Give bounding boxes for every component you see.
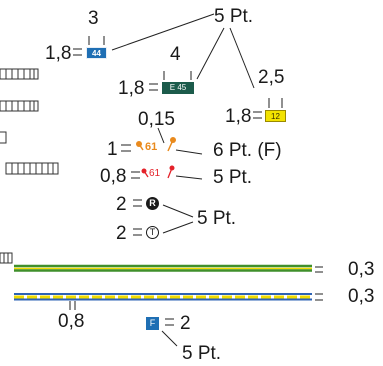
height-label-e45: 1,8 xyxy=(118,78,145,99)
trademark-circle-icon: T xyxy=(146,226,159,239)
height-label-61-orange: 1 xyxy=(107,139,118,160)
hatched-box-4 xyxy=(5,162,59,175)
road-number-12-badge: 12 xyxy=(265,110,286,122)
registered-circle-icon: R xyxy=(146,197,159,210)
point-size-61-orange: 6 Pt. (F) xyxy=(213,140,282,161)
leader-F xyxy=(161,330,178,347)
point-size-top: 5 Pt. xyxy=(214,6,254,27)
height-label-t: 2 xyxy=(116,223,127,244)
height-label-f: 2 xyxy=(180,313,191,334)
gap-label-line: 0,8 xyxy=(58,311,85,332)
leader-61-red xyxy=(175,175,203,180)
height-label-r: 2 xyxy=(116,194,127,215)
boundary-line-green xyxy=(14,264,312,272)
hatched-box-1 xyxy=(0,68,39,80)
gap-label-61: 0,15 xyxy=(138,109,175,130)
hatched-box-2 xyxy=(0,100,39,112)
road-number-44-badge: 44 xyxy=(86,47,107,59)
gap-label-e45: 4 xyxy=(170,44,181,65)
leader-R-T xyxy=(162,204,194,234)
hiking-route-red-icon xyxy=(141,165,175,179)
line-width-label-1: 0,3 xyxy=(348,259,375,280)
gap-label-12: 2,5 xyxy=(258,67,285,88)
dimension-ticks xyxy=(69,36,323,326)
boundary-line-dashed xyxy=(14,293,312,301)
ferry-f-badge: F xyxy=(146,317,159,330)
european-road-e45-badge: E 45 xyxy=(162,82,194,94)
line-width-label-2: 0,3 xyxy=(348,286,375,307)
hiking-route-orange-icon xyxy=(136,137,176,152)
hatched-box-5 xyxy=(0,252,13,264)
hatched-box-3 xyxy=(0,131,7,144)
height-label-61-red: 0,8 xyxy=(100,166,127,187)
leader-lines-top xyxy=(111,13,255,89)
point-size-61-red: 5 Pt. xyxy=(213,167,253,188)
point-size-f: 5 Pt. xyxy=(182,343,222,364)
point-size-r-t: 5 Pt. xyxy=(197,208,237,229)
height-label-44: 1,8 xyxy=(45,43,72,64)
leader-61-orange xyxy=(157,127,203,155)
height-label-12: 1,8 xyxy=(225,106,252,127)
gap-label-44: 3 xyxy=(88,8,99,29)
route-61-orange-label: 61 xyxy=(145,141,158,153)
route-61-red-label: 61 xyxy=(149,168,161,179)
